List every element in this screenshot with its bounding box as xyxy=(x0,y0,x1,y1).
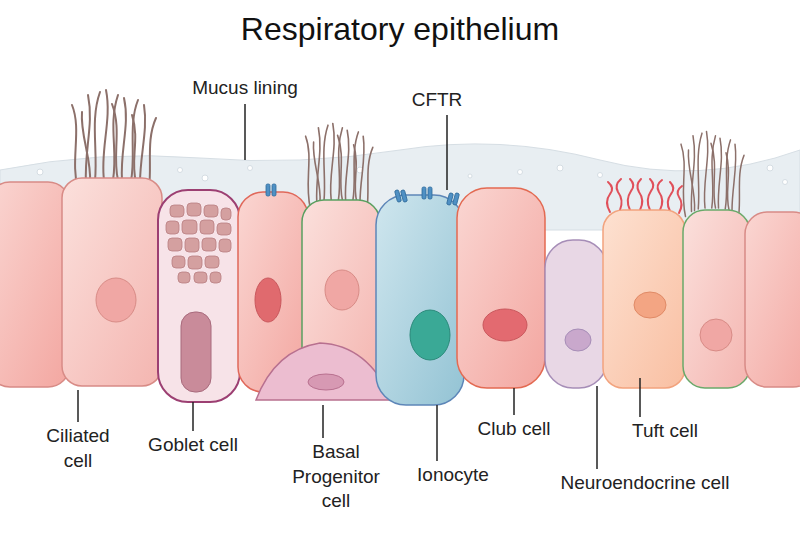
part-label: Ionocyte xyxy=(417,463,489,488)
diagram-title: Respiratory epithelium xyxy=(241,10,559,48)
part-label: Basal Progenitor cell xyxy=(286,440,386,514)
part-label: Ciliated cell xyxy=(38,424,118,473)
part-label: CFTR xyxy=(412,88,463,113)
part-label: Neuroendocrine cell xyxy=(561,471,730,496)
part-label: Club cell xyxy=(478,417,551,442)
part-label: Goblet cell xyxy=(148,433,238,458)
part-label: Mucus lining xyxy=(192,76,298,101)
part-label: Tuft cell xyxy=(632,419,698,444)
